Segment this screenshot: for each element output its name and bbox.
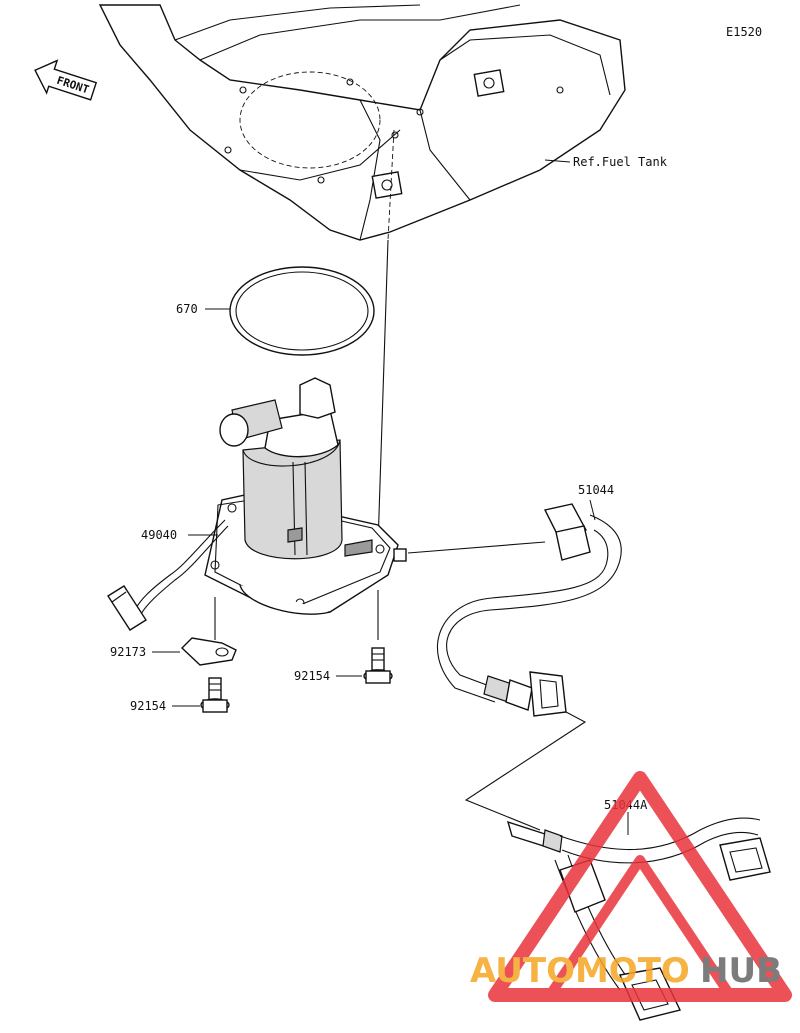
callout-49040: 49040 bbox=[141, 528, 177, 542]
fuel-tank bbox=[98, 4, 626, 241]
front-arrow-icon: FRONT bbox=[34, 59, 98, 101]
callout-92154-right: 92154 bbox=[294, 669, 330, 683]
o-ring bbox=[229, 266, 375, 356]
pump-connector-harness bbox=[107, 519, 229, 631]
bolt-right bbox=[363, 647, 393, 684]
watermark-brand-gray: HUB bbox=[700, 951, 782, 991]
callout-51044: 51044 bbox=[578, 483, 614, 497]
fuel-hose bbox=[437, 503, 622, 717]
diagram-code: E1520 bbox=[726, 25, 762, 39]
watermark-brand-orange: AUTOMOTO bbox=[470, 951, 690, 991]
automotohub-watermark: AUTOMOTO HUB bbox=[470, 771, 792, 1002]
bolt-left bbox=[200, 677, 230, 713]
callout-670: 670 bbox=[176, 302, 198, 316]
retainer-plate bbox=[180, 637, 237, 666]
fuel-pump-assembly bbox=[204, 377, 407, 615]
callout-92154-left: 92154 bbox=[130, 699, 166, 713]
callout-92173: 92173 bbox=[110, 645, 146, 659]
ref-fuel-tank-label: Ref.Fuel Tank bbox=[573, 155, 668, 169]
